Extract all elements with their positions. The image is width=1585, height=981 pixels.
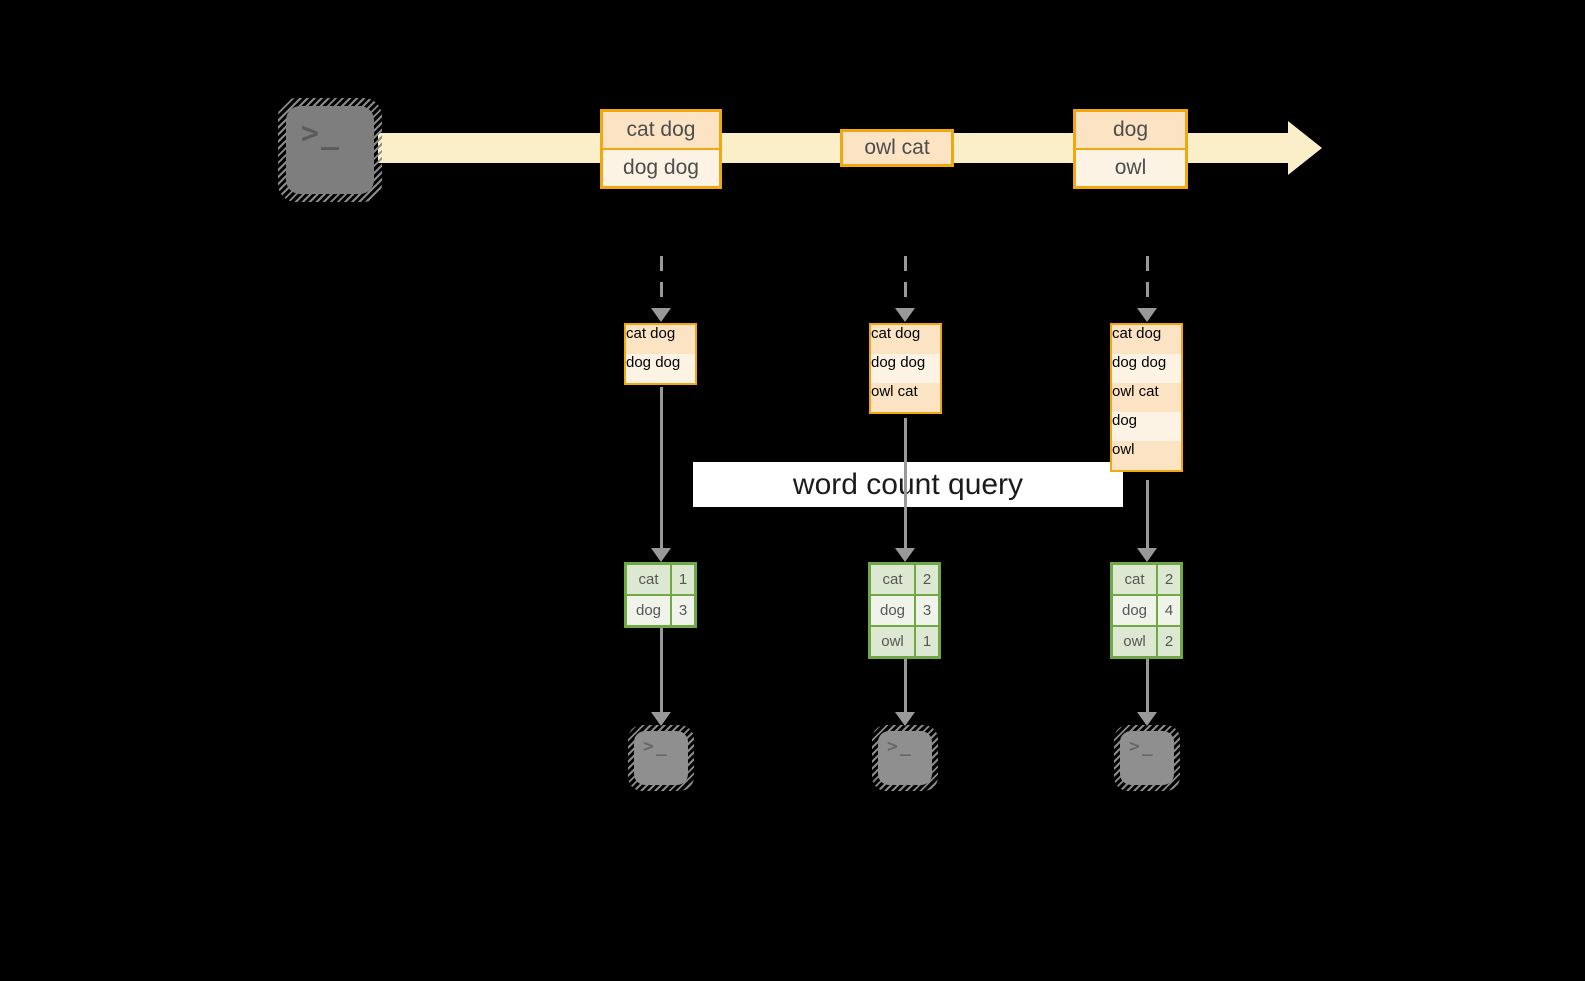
table-cell-word: owl — [1113, 627, 1156, 656]
stream-batch-3: dog owl — [1073, 109, 1188, 189]
terminal-icon-body: >_ — [286, 106, 374, 194]
input-row: owl cat — [871, 383, 940, 412]
table-cell-count: 3 — [916, 596, 938, 625]
terminal-icon-body: >_ — [878, 731, 932, 785]
arrow-shaft — [903, 659, 907, 712]
output-arrow-3 — [1137, 659, 1157, 726]
batch-input-arrow-3 — [1137, 256, 1157, 322]
terminal-icon-body: >_ — [1120, 731, 1174, 785]
arrow-shaft — [1145, 480, 1149, 548]
arrow-head — [651, 308, 671, 322]
query-label: word count query — [693, 462, 1123, 507]
batch-input-arrow-1 — [651, 256, 671, 322]
output-terminal-icon-2: >_ — [872, 725, 938, 791]
table-cell-count: 1 — [672, 565, 694, 594]
batch-row: owl cat — [843, 132, 951, 164]
table-cell-count: 1 — [916, 627, 938, 656]
accumulated-input-box-2: cat dog dog dog owl cat — [869, 323, 942, 414]
batch-row: dog dog — [603, 150, 719, 186]
table-cell-word: dog — [1113, 596, 1156, 625]
source-terminal-icon: >_ — [278, 98, 382, 202]
batch-input-arrow-2 — [895, 256, 915, 322]
query-arrow-1 — [651, 387, 671, 562]
table-cell-count: 2 — [1158, 565, 1180, 594]
arrow-shaft — [659, 387, 663, 548]
input-row: dog dog — [626, 354, 695, 383]
output-arrow-1 — [651, 628, 671, 726]
arrow-shaft — [1145, 256, 1149, 308]
input-row: dog dog — [1112, 354, 1181, 383]
arrow-head — [651, 712, 671, 726]
table-cell-word: dog — [627, 596, 670, 625]
batch-row: cat dog — [603, 112, 719, 148]
input-row: dog — [1112, 412, 1181, 441]
table-cell-word: cat — [627, 565, 670, 594]
table-cell-count: 4 — [1158, 596, 1180, 625]
arrow-head — [895, 548, 915, 562]
table-cell-count: 2 — [1158, 627, 1180, 656]
arrow-shaft — [903, 418, 907, 548]
table-cell-word: cat — [1113, 565, 1156, 594]
arrow-head — [895, 308, 915, 322]
word-count-table-3: cat 2 dog 4 owl 2 — [1110, 562, 1183, 659]
arrow-head — [1137, 548, 1157, 562]
arrow-head — [1137, 308, 1157, 322]
input-row: dog dog — [871, 354, 940, 383]
input-row: cat dog — [871, 325, 940, 354]
arrow-shaft — [659, 628, 663, 712]
table-cell-word: cat — [871, 565, 914, 594]
table-cell-count: 2 — [916, 565, 938, 594]
stream-batch-1: cat dog dog dog — [600, 109, 722, 189]
accumulated-input-box-3: cat dog dog dog owl cat dog owl — [1110, 323, 1183, 472]
arrow-shaft — [903, 256, 907, 308]
accumulated-input-box-1: cat dog dog dog — [624, 323, 697, 385]
output-terminal-icon-3: >_ — [1114, 725, 1180, 791]
query-arrow-2 — [895, 418, 915, 562]
input-row: owl — [1112, 441, 1181, 470]
batch-row: dog — [1076, 112, 1185, 148]
query-label-text: word count query — [792, 467, 1024, 501]
arrow-head — [895, 712, 915, 726]
query-arrow-3 — [1137, 480, 1157, 562]
terminal-prompt-glyph: >_ — [1129, 736, 1155, 757]
batch-row: owl — [1076, 150, 1185, 186]
input-row: cat dog — [1112, 325, 1181, 354]
terminal-icon-body: >_ — [634, 731, 688, 785]
output-terminal-icon-1: >_ — [628, 725, 694, 791]
table-cell-word: owl — [871, 627, 914, 656]
stream-batch-2: owl cat — [840, 129, 954, 167]
word-count-table-1: cat 1 dog 3 — [624, 562, 697, 628]
word-count-table-2: cat 2 dog 3 owl 1 — [868, 562, 941, 659]
terminal-prompt-glyph: >_ — [301, 116, 342, 151]
input-row: cat dog — [626, 325, 695, 354]
arrow-head — [651, 548, 671, 562]
stream-arrowhead — [1288, 121, 1322, 175]
table-cell-count: 3 — [672, 596, 694, 625]
table-cell-word: dog — [871, 596, 914, 625]
output-arrow-2 — [895, 659, 915, 726]
terminal-prompt-glyph: >_ — [643, 736, 669, 757]
input-row: owl cat — [1112, 383, 1181, 412]
arrow-head — [1137, 712, 1157, 726]
arrow-shaft — [659, 256, 663, 308]
terminal-prompt-glyph: >_ — [887, 736, 913, 757]
arrow-shaft — [1145, 659, 1149, 712]
